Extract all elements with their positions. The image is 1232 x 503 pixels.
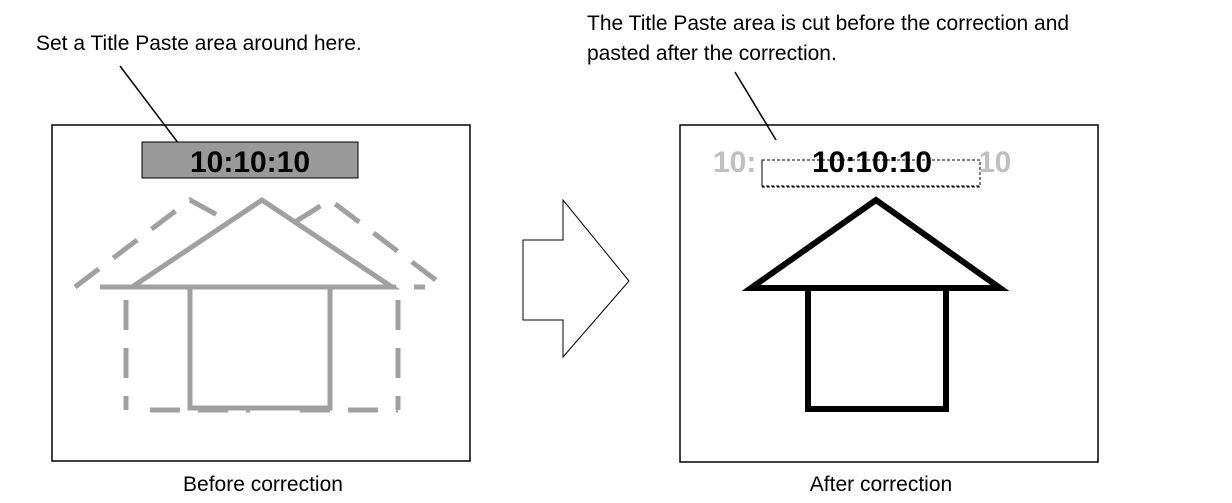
before-house <box>123 196 401 411</box>
transition-arrow <box>522 198 630 359</box>
left-callout-line <box>119 65 189 157</box>
right-callout-text-line2: pasted after the correction. <box>587 42 837 65</box>
after-house <box>741 196 1010 412</box>
after-ghost-text-right: 10 <box>978 146 1011 179</box>
before-caption: Before correction <box>183 473 343 496</box>
right-callout-text-line1: The Title Paste area is cut before the c… <box>587 12 1070 35</box>
left-callout-text: Set a Title Paste area around here. <box>36 32 362 55</box>
after-timestamp: 10:10:10 <box>812 146 932 179</box>
before-title-paste-area <box>141 141 359 179</box>
before-timestamp: 10:10:10 <box>190 146 310 179</box>
after-caption: After correction <box>809 473 953 496</box>
after-ghost-text-left: 10: <box>713 146 756 179</box>
after-title-paste-box <box>761 159 981 188</box>
